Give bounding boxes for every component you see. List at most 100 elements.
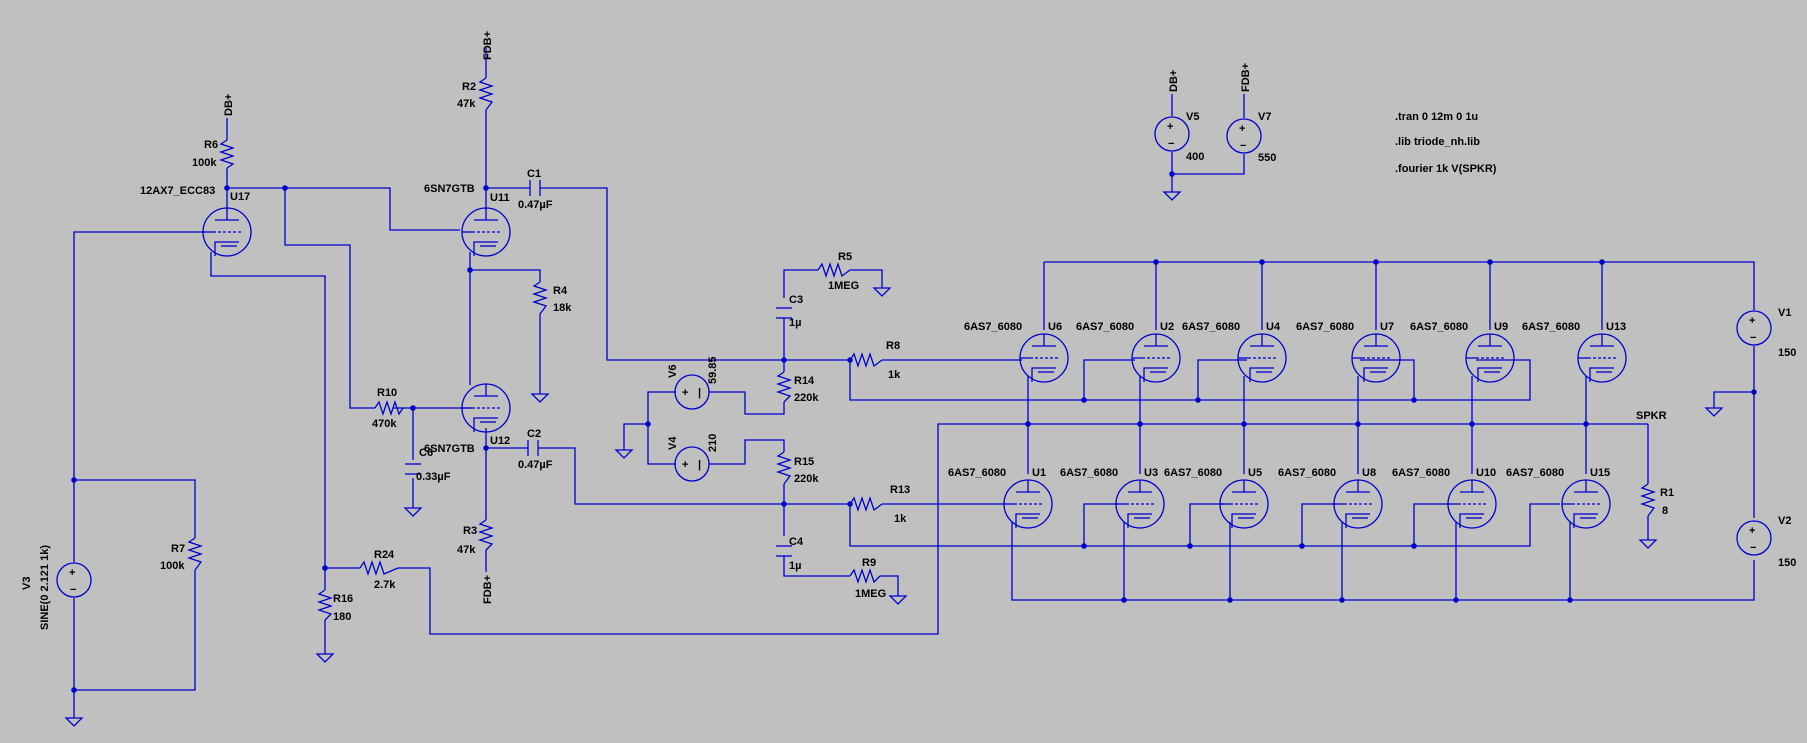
tube-ref-label: U1 — [1032, 467, 1046, 479]
voltage-source-v3[interactable]: +− — [56, 562, 92, 598]
source-value: SINE(0 2.121 1k) — [39, 545, 51, 630]
ground-icon — [531, 387, 549, 403]
svg-text:+: + — [69, 567, 75, 579]
svg-text:+: + — [1167, 121, 1173, 133]
triode-u17[interactable] — [202, 207, 252, 257]
capacitor-c6[interactable] — [405, 463, 421, 475]
triode-u1[interactable] — [1003, 479, 1053, 529]
net-label-fdb-plus: FDB+ — [482, 31, 494, 60]
ground-icon — [615, 443, 633, 459]
source-value: 150 — [1778, 347, 1796, 359]
resistor-symbols — [186, 77, 1657, 621]
resistor-r8[interactable] — [849, 351, 883, 369]
triode-u4[interactable] — [1237, 333, 1287, 383]
capacitor-value: 1µ — [789, 317, 801, 329]
triode-u3[interactable] — [1115, 479, 1165, 529]
resistor-r15[interactable] — [775, 451, 793, 485]
resistor-r24[interactable] — [359, 559, 399, 577]
triode-u6[interactable] — [1019, 333, 1069, 383]
voltage-source-v7[interactable]: +− — [1226, 118, 1262, 154]
voltage-source-v2[interactable]: +− — [1736, 520, 1772, 556]
capacitor-value: 1µ — [789, 560, 801, 572]
triode-symbols — [202, 207, 1627, 529]
resistor-r2[interactable] — [477, 77, 495, 111]
resistor-value: 220k — [794, 392, 819, 404]
resistor-ref: R2 — [462, 81, 476, 93]
capacitor-c1[interactable] — [529, 180, 541, 196]
resistor-value: 470k — [372, 418, 397, 430]
tube-ref-label: U5 — [1248, 467, 1262, 479]
tube-model-label: 6AS7_6080 — [1076, 321, 1134, 333]
tube-model-label: 6AS7_6080 — [1522, 321, 1580, 333]
svg-text:−: − — [70, 584, 76, 596]
ground-icon — [1163, 185, 1181, 201]
voltage-source-v6[interactable]: +| — [674, 374, 726, 410]
svg-text:+: + — [1749, 315, 1755, 327]
tube-model-label: 6AS7_6080 — [1296, 321, 1354, 333]
capacitor-value: 0.47µF — [518, 199, 553, 211]
resistor-r3[interactable] — [477, 519, 495, 551]
net-label-spkr: SPKR — [1636, 410, 1667, 422]
source-ref: V7 — [1258, 111, 1271, 123]
resistor-r6[interactable] — [218, 139, 236, 169]
resistor-r13[interactable] — [849, 495, 883, 513]
source-value: 210 — [707, 434, 719, 452]
resistor-r7[interactable] — [186, 537, 204, 571]
source-value: 150 — [1778, 557, 1796, 569]
resistor-value: 180 — [333, 611, 351, 623]
triode-u2[interactable] — [1131, 333, 1181, 383]
triode-u15[interactable] — [1561, 479, 1611, 529]
resistor-ref: R5 — [838, 251, 852, 263]
tube-ref-label: U12 — [490, 435, 510, 447]
tube-ref-label: U2 — [1160, 321, 1174, 333]
tube-model-label: 6AS7_6080 — [1278, 467, 1336, 479]
resistor-value: 2.7k — [374, 579, 396, 591]
resistor-value: 1MEG — [828, 280, 859, 292]
triode-u13[interactable] — [1577, 333, 1627, 383]
resistor-value: 100k — [192, 157, 217, 169]
source-ref: V6 — [667, 365, 679, 378]
triode-u7[interactable] — [1351, 333, 1401, 383]
triode-u9[interactable] — [1465, 333, 1515, 383]
resistor-r10[interactable] — [374, 399, 404, 417]
triode-u12[interactable] — [461, 383, 511, 433]
resistor-r5[interactable] — [817, 261, 851, 279]
resistor-r1[interactable] — [1639, 483, 1657, 517]
tube-model-label: 6AS7_6080 — [1164, 467, 1222, 479]
resistor-r9[interactable] — [849, 567, 881, 585]
tube-model-label: 6SN7GTB — [424, 443, 475, 455]
voltage-source-v5[interactable]: +− — [1154, 116, 1190, 152]
tube-model-label: 6AS7_6080 — [948, 467, 1006, 479]
svg-text:−: − — [1750, 542, 1756, 554]
resistor-r14[interactable] — [775, 371, 793, 403]
ground-icon — [65, 711, 83, 727]
resistor-value: 220k — [794, 473, 819, 485]
capacitor-c3[interactable] — [776, 307, 792, 319]
resistor-r4[interactable] — [531, 281, 549, 315]
resistor-value: 1k — [894, 513, 907, 525]
tube-model-label: 6AS7_6080 — [1182, 321, 1240, 333]
spice-directive[interactable]: .fourier 1k V(SPKR) — [1395, 163, 1497, 175]
resistor-ref: R13 — [890, 484, 910, 496]
capacitor-ref: C1 — [527, 168, 541, 180]
triode-u11[interactable] — [461, 207, 511, 257]
resistor-r16[interactable] — [316, 589, 334, 621]
tube-ref-label: U7 — [1380, 321, 1394, 333]
triode-u5[interactable] — [1219, 479, 1269, 529]
capacitor-c2[interactable] — [527, 440, 539, 456]
svg-text:+: + — [1749, 525, 1755, 537]
spice-directive[interactable]: .tran 0 12m 0 1u — [1395, 111, 1478, 123]
tube-ref-label: U3 — [1144, 467, 1158, 479]
triode-u10[interactable] — [1447, 479, 1497, 529]
voltage-source-v4[interactable]: +| — [674, 446, 726, 482]
source-ref: V5 — [1186, 111, 1199, 123]
ground-icon — [1705, 401, 1723, 417]
tube-ref-label: U13 — [1606, 321, 1626, 333]
resistor-value: 100k — [160, 560, 185, 572]
voltage-source-v1[interactable]: +− — [1736, 310, 1772, 346]
triode-u8[interactable] — [1333, 479, 1383, 529]
source-ref: V4 — [667, 436, 679, 450]
spice-directive[interactable]: .lib triode_nh.lib — [1395, 136, 1480, 148]
capacitor-c4[interactable] — [776, 545, 792, 557]
source-ref: V2 — [1778, 515, 1791, 527]
